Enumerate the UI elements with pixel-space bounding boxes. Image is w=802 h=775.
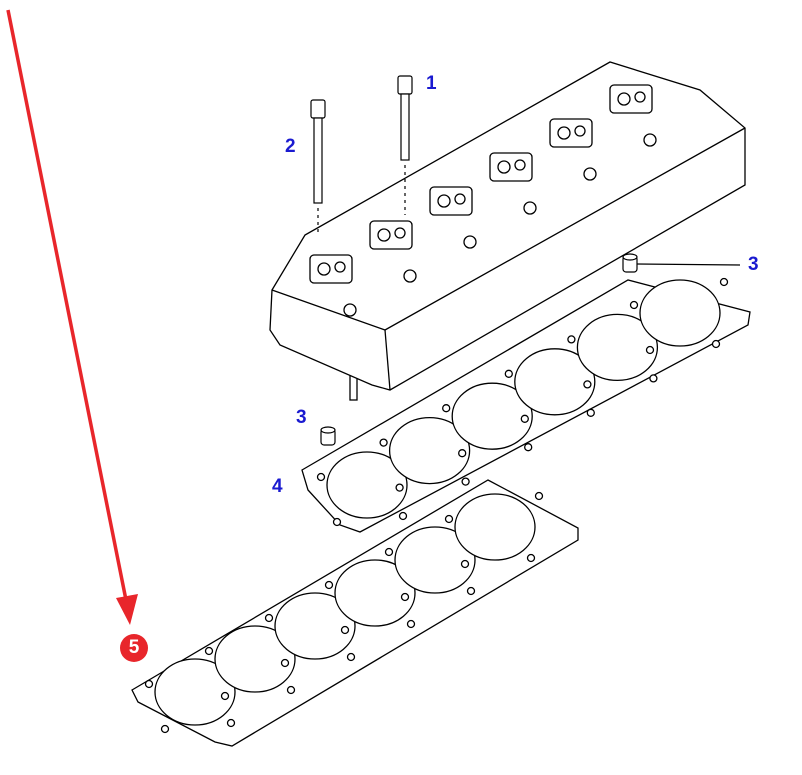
cylinder-bore [388, 416, 471, 485]
bolt-hole [629, 300, 639, 310]
cylinder-bore [274, 592, 356, 660]
bolt-hole [586, 408, 595, 417]
port [403, 269, 417, 283]
bolt-hole [442, 404, 451, 413]
bolt-hole [719, 277, 729, 287]
bolt-hole [520, 414, 529, 423]
rocker-housing [609, 84, 653, 114]
port [463, 235, 477, 249]
valve-spring [437, 194, 451, 208]
cylinder-head [269, 61, 746, 401]
cylinder-bore [576, 313, 659, 382]
valve-spring [497, 160, 511, 174]
bolt-hole [324, 580, 334, 590]
cylinder-bore [154, 658, 236, 726]
callout-2: 2 [285, 136, 296, 157]
callout-4: 4 [272, 476, 283, 497]
head-gasket [301, 277, 751, 533]
valve-spring [514, 159, 526, 171]
bolt-hole [332, 517, 342, 527]
bolt-hole [583, 380, 592, 389]
cylinder-bore [451, 382, 533, 450]
bolt-hole [458, 449, 467, 458]
rocker-housing [489, 152, 533, 182]
rocker-housing [309, 254, 353, 284]
cylinder-bore [514, 348, 596, 416]
cylinder-bore [454, 493, 536, 561]
valve-spring [377, 228, 391, 242]
bolt-short [310, 99, 326, 235]
dowel-left [320, 426, 336, 446]
bolt-hole [711, 339, 721, 349]
valve-spring [574, 125, 586, 137]
bolt-hole [406, 619, 416, 629]
bolt-hole [645, 345, 655, 355]
bolt-hole [395, 483, 404, 492]
highlight-arrow [6, 9, 138, 625]
bolt-hole [524, 443, 533, 452]
bolt-hole [226, 718, 236, 728]
rocker-housing [549, 118, 593, 148]
cylinder-bore [394, 526, 476, 594]
bolt-hole [398, 511, 408, 521]
dowel-right [622, 253, 638, 273]
bolt-hole [286, 685, 296, 695]
bolt-hole [264, 613, 274, 623]
bolt-hole [534, 491, 544, 501]
bolt-hole [504, 369, 513, 378]
bolt-hole [460, 559, 470, 569]
bolt-hole [567, 335, 576, 344]
port [643, 133, 657, 147]
callout-3-right: 3 [748, 254, 759, 275]
bolt-hole [384, 547, 394, 557]
port [523, 201, 537, 215]
valve-spring [617, 92, 631, 106]
valve-spring [634, 91, 646, 103]
valve-spring [334, 261, 346, 273]
bolt-hole [400, 592, 410, 602]
bolt-hole [379, 438, 388, 447]
cylinder-bore [214, 625, 296, 693]
bolt-hole [346, 652, 356, 662]
bolt-hole [444, 514, 454, 524]
bolt-long [397, 75, 413, 215]
callout-1: 1 [426, 73, 437, 94]
bolt-hole [649, 374, 658, 383]
port [343, 303, 357, 317]
port [583, 167, 597, 181]
valve-spring [394, 227, 406, 239]
bolt-hole [466, 586, 476, 596]
bolt-hole [340, 625, 350, 635]
bolt-hole [316, 472, 326, 482]
bolt-hole [160, 724, 170, 734]
bolt-hole [204, 646, 214, 656]
rocker-housing [369, 220, 413, 250]
rocker-housing [429, 186, 473, 216]
cylinder-bore [334, 559, 416, 627]
cylinder-bore [326, 451, 408, 519]
bolt-hole [220, 691, 230, 701]
callout-5-badge: 5 [120, 634, 148, 662]
valve-spring [317, 262, 331, 276]
cylinder-bore [639, 279, 721, 347]
bolt-hole [461, 477, 470, 486]
bolt-hole [144, 679, 154, 689]
gasket-highlighted [131, 479, 579, 747]
valve-spring [557, 126, 571, 140]
bolt-hole [280, 658, 290, 668]
bolt-hole [526, 553, 536, 563]
valve-spring [454, 193, 466, 205]
callout-3-left: 3 [296, 407, 307, 428]
